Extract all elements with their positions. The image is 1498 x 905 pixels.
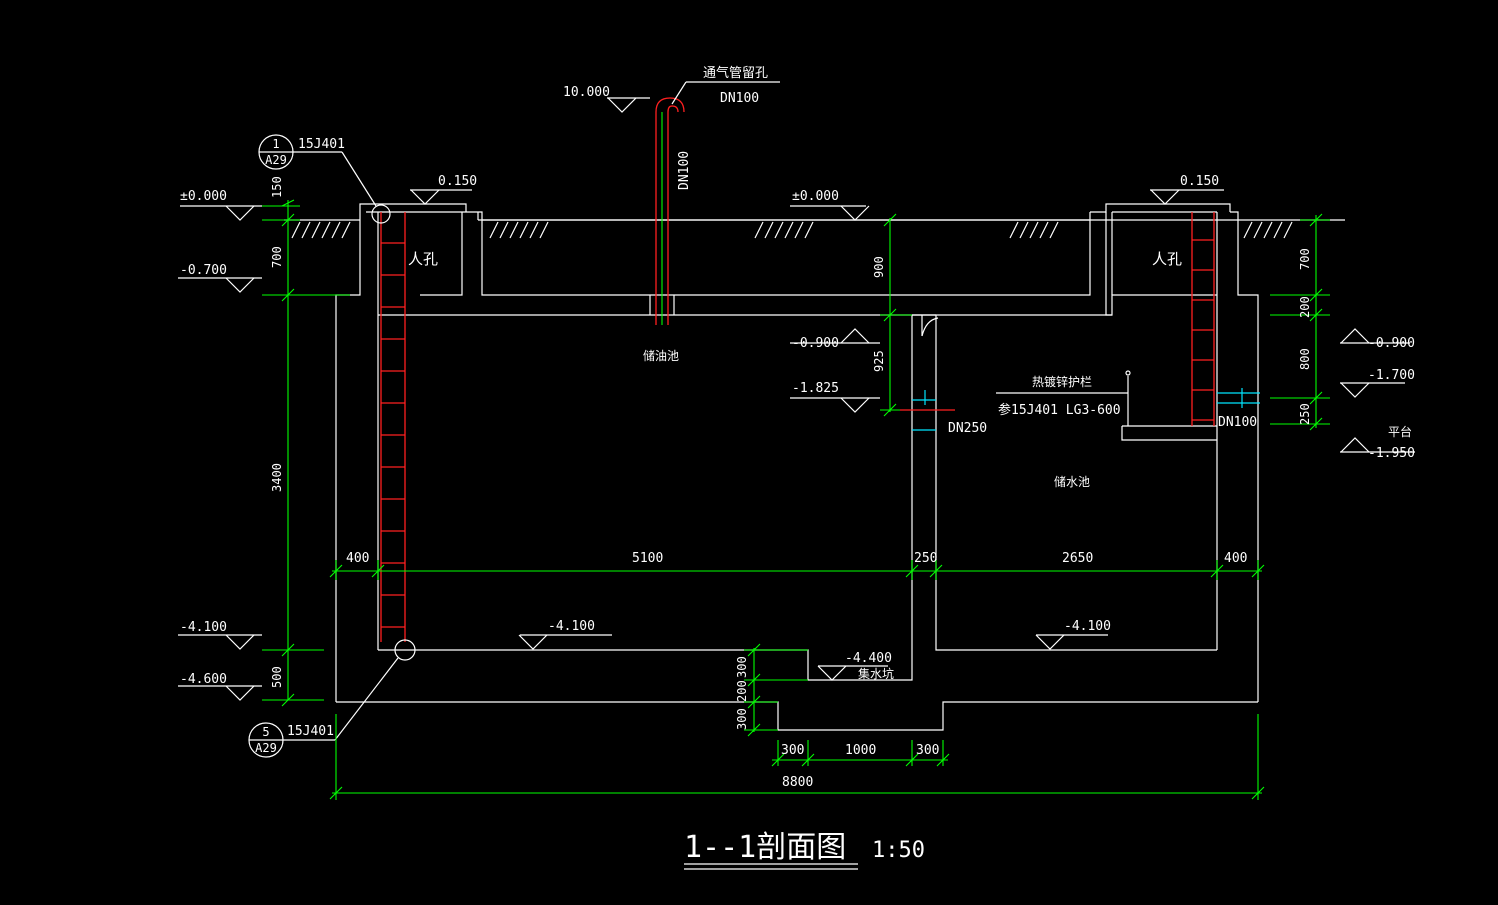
section-scale: 1:50 [872, 838, 925, 863]
vent-pipe [649, 97, 685, 325]
elevation-value: -1.950 [1368, 446, 1415, 461]
elevation-manhole-right-top: 0.150 [1150, 174, 1224, 205]
manhole-left-label: 人孔 [408, 250, 438, 268]
elevation-value: 0.150 [438, 174, 477, 189]
manhole-right-label: 人孔 [1152, 250, 1182, 268]
vent-dn-vertical-label: DN100 [677, 151, 692, 190]
svg-text:700: 700 [1298, 248, 1312, 270]
svg-text:300: 300 [781, 743, 804, 758]
elevation-water-floor: -4.100 [1035, 619, 1111, 650]
section-title: 1--1剖面图 [684, 830, 846, 865]
elevation-left-ground: ±0.000 [180, 189, 262, 221]
elevation-value: ±0.000 [792, 189, 839, 204]
elevation-marks: 10.000 ±0.000 -0.700 -4.100 -4.600 0.150 0.150… [178, 85, 1415, 701]
elevation-value: -4.600 [180, 672, 227, 687]
sump-label: 集水坑 [858, 666, 894, 681]
elevation-value: -0.900 [1368, 336, 1415, 351]
elevation-center-minus1825: -1.825 [790, 381, 880, 413]
svg-text:200: 200 [735, 680, 749, 702]
svg-text:925: 925 [872, 350, 886, 372]
elevation-left-minus41: -4.100 [178, 620, 262, 650]
elevation-value: ±0.000 [180, 189, 227, 204]
svg-text:900: 900 [872, 256, 886, 278]
elevation-value: -4.400 [845, 651, 892, 666]
svg-text:250: 250 [914, 551, 937, 566]
ladder-right [1191, 212, 1215, 426]
svg-text:150: 150 [270, 176, 284, 198]
railing-ref-label: 参15J401 LG3-600 [998, 402, 1121, 418]
railing-label: 热镀锌护栏 [1032, 374, 1092, 389]
dimensions: 150 700 3400 500 900 925 400 5100 250 26… [262, 176, 1330, 800]
svg-text:700: 700 [270, 246, 284, 268]
elevation-center-minus09: -0.900 [790, 328, 880, 351]
elevation-left-minus46: -4.600 [178, 672, 262, 701]
text-labels: 通气管留孔 DN100 DN100 人孔 人孔 储油池 储水池 热镀锌护栏 参1… [408, 65, 1412, 681]
oil-tank-label: 储油池 [643, 348, 679, 363]
detail-callout-5: 5 A29 15J401 [248, 639, 416, 758]
svg-text:250: 250 [1298, 403, 1312, 425]
svg-text:3400: 3400 [270, 463, 284, 492]
dn250-label: DN250 [948, 421, 987, 436]
elevation-oil-floor: -4.100 [518, 619, 612, 650]
svg-text:5: 5 [262, 725, 269, 739]
drawing-title: 1--1剖面图 1:50 [684, 830, 925, 870]
platform-label: 平台 [1388, 424, 1412, 439]
elevation-vent-top: 10.000 [563, 85, 650, 113]
svg-text:5100: 5100 [632, 551, 663, 566]
water-tank-label: 储水池 [1054, 474, 1090, 489]
soil-hatch-mid3 [1009, 221, 1059, 239]
dn100-right-label: DN100 [1218, 415, 1257, 430]
svg-text:1000: 1000 [845, 743, 876, 758]
pipe-dn250 [900, 390, 955, 431]
elevation-value: -4.100 [1064, 619, 1111, 634]
svg-text:8800: 8800 [782, 775, 813, 790]
tank-structure [284, 203, 1345, 731]
elevation-value: -1.825 [792, 381, 839, 396]
svg-text:500: 500 [270, 666, 284, 688]
elevation-right-minus09: -0.900 [1340, 328, 1415, 351]
soil-hatch-left [291, 221, 351, 239]
elevation-value: 0.150 [1180, 174, 1219, 189]
elevation-right-minus195: -1.950 [1340, 437, 1415, 461]
svg-text:200: 200 [1298, 296, 1312, 318]
elevation-manhole-left-top: 0.150 [410, 174, 477, 205]
elevation-right-minus17: -1.700 [1340, 368, 1415, 398]
soil-hatch-mid2 [754, 221, 814, 239]
elevation-value: 10.000 [563, 85, 610, 100]
svg-text:A29: A29 [255, 741, 277, 755]
svg-text:800: 800 [1298, 348, 1312, 370]
svg-text:400: 400 [346, 551, 369, 566]
elevation-value: -0.700 [180, 263, 227, 278]
soil-hatch-mid1 [489, 221, 549, 239]
elevation-left-minus07: -0.700 [178, 263, 262, 293]
svg-text:15J401: 15J401 [287, 724, 334, 739]
ladder-left [380, 212, 406, 642]
elevation-center-ground: ±0.000 [790, 189, 870, 221]
svg-text:A29: A29 [265, 153, 287, 167]
elevation-value: -4.100 [548, 619, 595, 634]
elevation-sump-floor: -4.400 [817, 651, 892, 681]
svg-text:15J401: 15J401 [298, 137, 345, 152]
svg-text:300: 300 [735, 708, 749, 730]
elevation-value: -4.100 [180, 620, 227, 635]
svg-text:300: 300 [735, 656, 749, 678]
svg-text:300: 300 [916, 743, 939, 758]
vent-hole-label: 通气管留孔 [703, 65, 768, 81]
elevation-value: -0.900 [792, 336, 839, 351]
vent-dn-label: DN100 [720, 91, 759, 106]
detail-callout-1: 1 A29 15J401 [258, 134, 391, 224]
svg-text:400: 400 [1224, 551, 1247, 566]
elevation-value: -1.700 [1368, 368, 1415, 383]
svg-text:2650: 2650 [1062, 551, 1093, 566]
svg-text:1: 1 [272, 137, 279, 151]
soil-hatch-right [1243, 221, 1293, 239]
